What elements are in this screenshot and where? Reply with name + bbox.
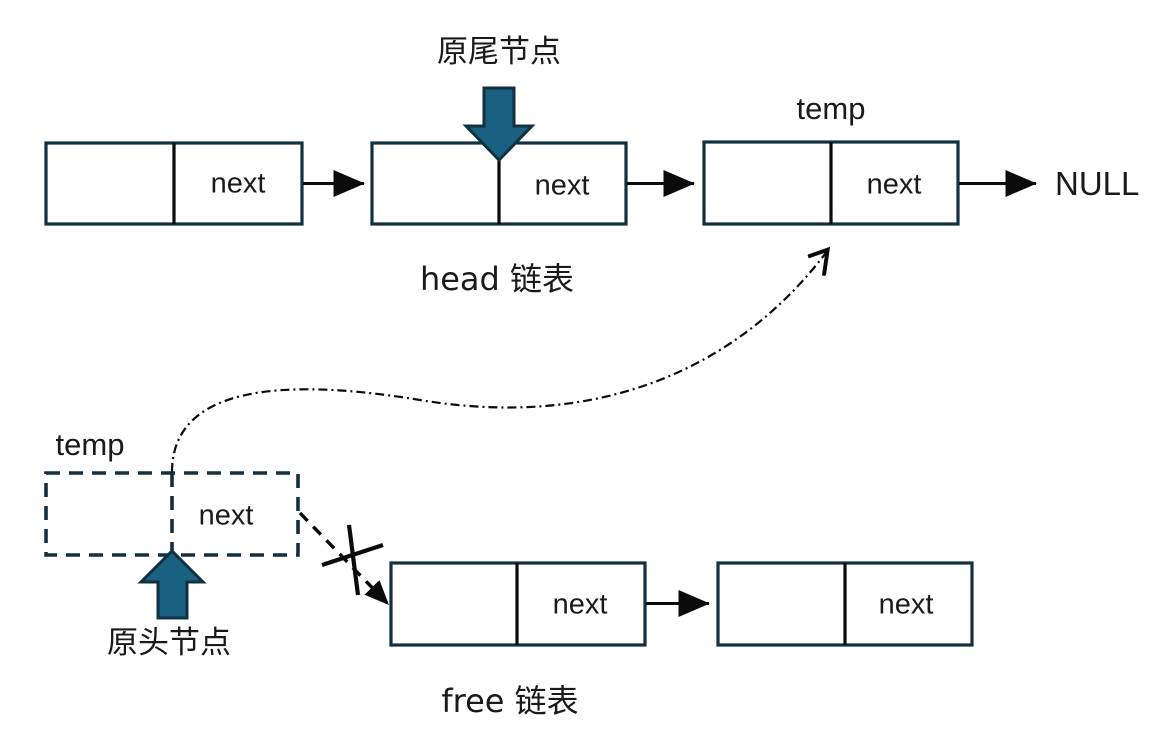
relink-dashdot-arrow bbox=[170, 250, 828, 473]
head-node-1-next-label: next bbox=[211, 168, 266, 200]
head-node-block-arrow-icon bbox=[137, 548, 207, 620]
free-list-caption: free 链表 bbox=[441, 682, 578, 720]
tail-node-pointer-label: 原尾节点 bbox=[437, 34, 561, 70]
temp-node-next-label: next bbox=[199, 500, 254, 532]
head-node-pointer-label: 原头节点 bbox=[107, 625, 231, 661]
tail-node-block-arrow-icon bbox=[462, 86, 536, 163]
broken-link-cross-stroke-2 bbox=[346, 524, 361, 596]
free-node-1: next bbox=[389, 561, 647, 647]
free-node-2-next-label: next bbox=[879, 589, 934, 621]
head-node-3-next-label: next bbox=[867, 169, 922, 201]
free-node-2: next bbox=[716, 561, 974, 647]
head-list-caption: head 链表 bbox=[420, 260, 574, 298]
head-node-3: next bbox=[702, 140, 960, 226]
temp-dashed-node: next bbox=[44, 471, 300, 557]
head-node-3-temp-label: temp bbox=[797, 91, 866, 126]
null-terminator-label: NULL bbox=[1055, 165, 1139, 202]
head-node-1: next bbox=[44, 141, 304, 226]
temp-node-top-label: temp bbox=[56, 427, 125, 462]
head-node-2-next-label: next bbox=[535, 170, 590, 202]
free-node-1-next-label: next bbox=[553, 589, 608, 621]
